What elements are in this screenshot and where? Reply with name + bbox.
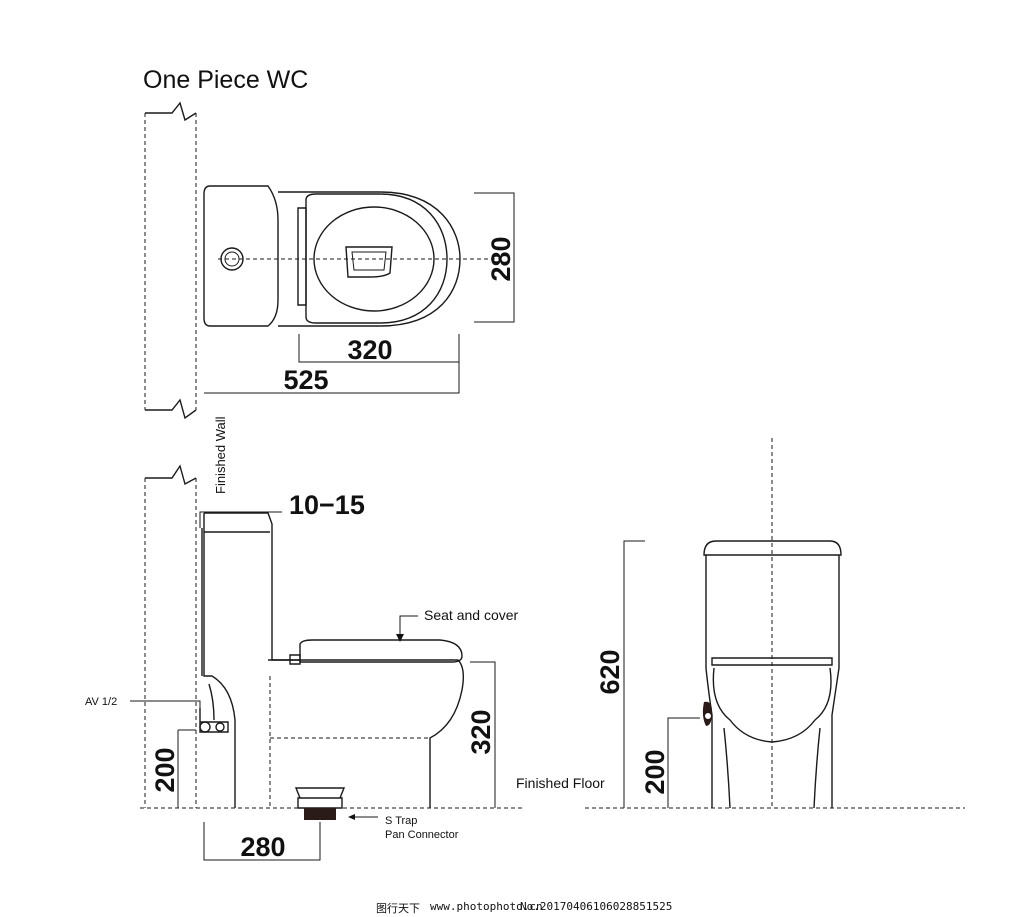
watermark-footer: 图行天下 www.photophoto.cn No.20170406106028… bbox=[0, 897, 1024, 917]
dim-inlet-height-front: 200 bbox=[640, 749, 670, 794]
dim-bowl-length: 320 bbox=[347, 335, 392, 365]
dim-trap-offset: 280 bbox=[240, 832, 285, 862]
side-wall-break bbox=[145, 464, 197, 486]
top-view: 280 320 525 Finished Wall bbox=[144, 101, 516, 494]
top-wall-break-lower bbox=[145, 398, 197, 420]
dim-total-length: 525 bbox=[283, 365, 328, 395]
dim-top-width: 280 bbox=[486, 236, 516, 281]
seat-hinge bbox=[297, 207, 307, 306]
dim-seat-height: 320 bbox=[466, 709, 496, 754]
s-trap-label: S Trap bbox=[385, 815, 417, 827]
front-view: Finished Floor 620 200 bbox=[516, 438, 965, 809]
bowl-outlet bbox=[345, 246, 393, 278]
seat-cover-side bbox=[299, 639, 463, 663]
watermark-url: www.photophoto.cn bbox=[430, 900, 543, 913]
seat-cover-leader bbox=[399, 615, 418, 636]
dim-wall-gap: 10−15 bbox=[289, 490, 365, 520]
front-pedestal bbox=[723, 727, 821, 809]
front-seat bbox=[711, 657, 833, 666]
dim-top-width-line bbox=[474, 192, 515, 323]
front-bowl bbox=[712, 667, 832, 743]
s-trap-collar bbox=[294, 787, 346, 809]
bowl-side-outline bbox=[268, 659, 465, 808]
dim-total-length-line bbox=[204, 362, 460, 394]
seat-cover-label: Seat and cover bbox=[424, 607, 519, 623]
top-wall-band bbox=[144, 113, 197, 410]
watermark-site: 图行天下 bbox=[376, 902, 420, 915]
av-leader bbox=[130, 700, 201, 720]
dim-total-height-line bbox=[623, 540, 645, 808]
dim-inlet-height-side: 200 bbox=[150, 747, 180, 792]
finished-wall-label: Finished Wall bbox=[213, 416, 228, 494]
dim-total-height: 620 bbox=[595, 649, 625, 694]
dim-inlet-height-side-line bbox=[177, 729, 196, 808]
tank-lid-side bbox=[204, 512, 300, 661]
seat-top bbox=[305, 193, 448, 324]
front-body-outline bbox=[705, 555, 840, 808]
dim-bowl-length-line bbox=[298, 334, 460, 363]
watermark-id: No.20170406106028851525 bbox=[520, 900, 673, 913]
dim-inlet-height-front-line bbox=[667, 717, 700, 808]
bowl-opening bbox=[313, 206, 435, 312]
drawing-title: One Piece WC bbox=[143, 66, 308, 94]
s-trap-block bbox=[304, 808, 336, 820]
side-view: AV 1/2 10−15 Seat and cover 320 200 S Tr… bbox=[85, 464, 525, 862]
av-label: AV 1/2 bbox=[85, 696, 117, 708]
tank-top-outline bbox=[203, 185, 279, 327]
wall-gap-leader bbox=[199, 511, 282, 528]
top-wall-break-upper bbox=[145, 101, 197, 122]
pan-connector-label: Pan Connector bbox=[385, 829, 459, 841]
finished-floor-label: Finished Floor bbox=[516, 775, 605, 791]
front-tank-lid bbox=[703, 540, 842, 556]
dim-trap-offset-line bbox=[203, 822, 321, 861]
side-wall-band bbox=[144, 478, 197, 808]
dim-seat-height-line bbox=[470, 661, 496, 808]
tank-side-outline bbox=[203, 513, 236, 808]
